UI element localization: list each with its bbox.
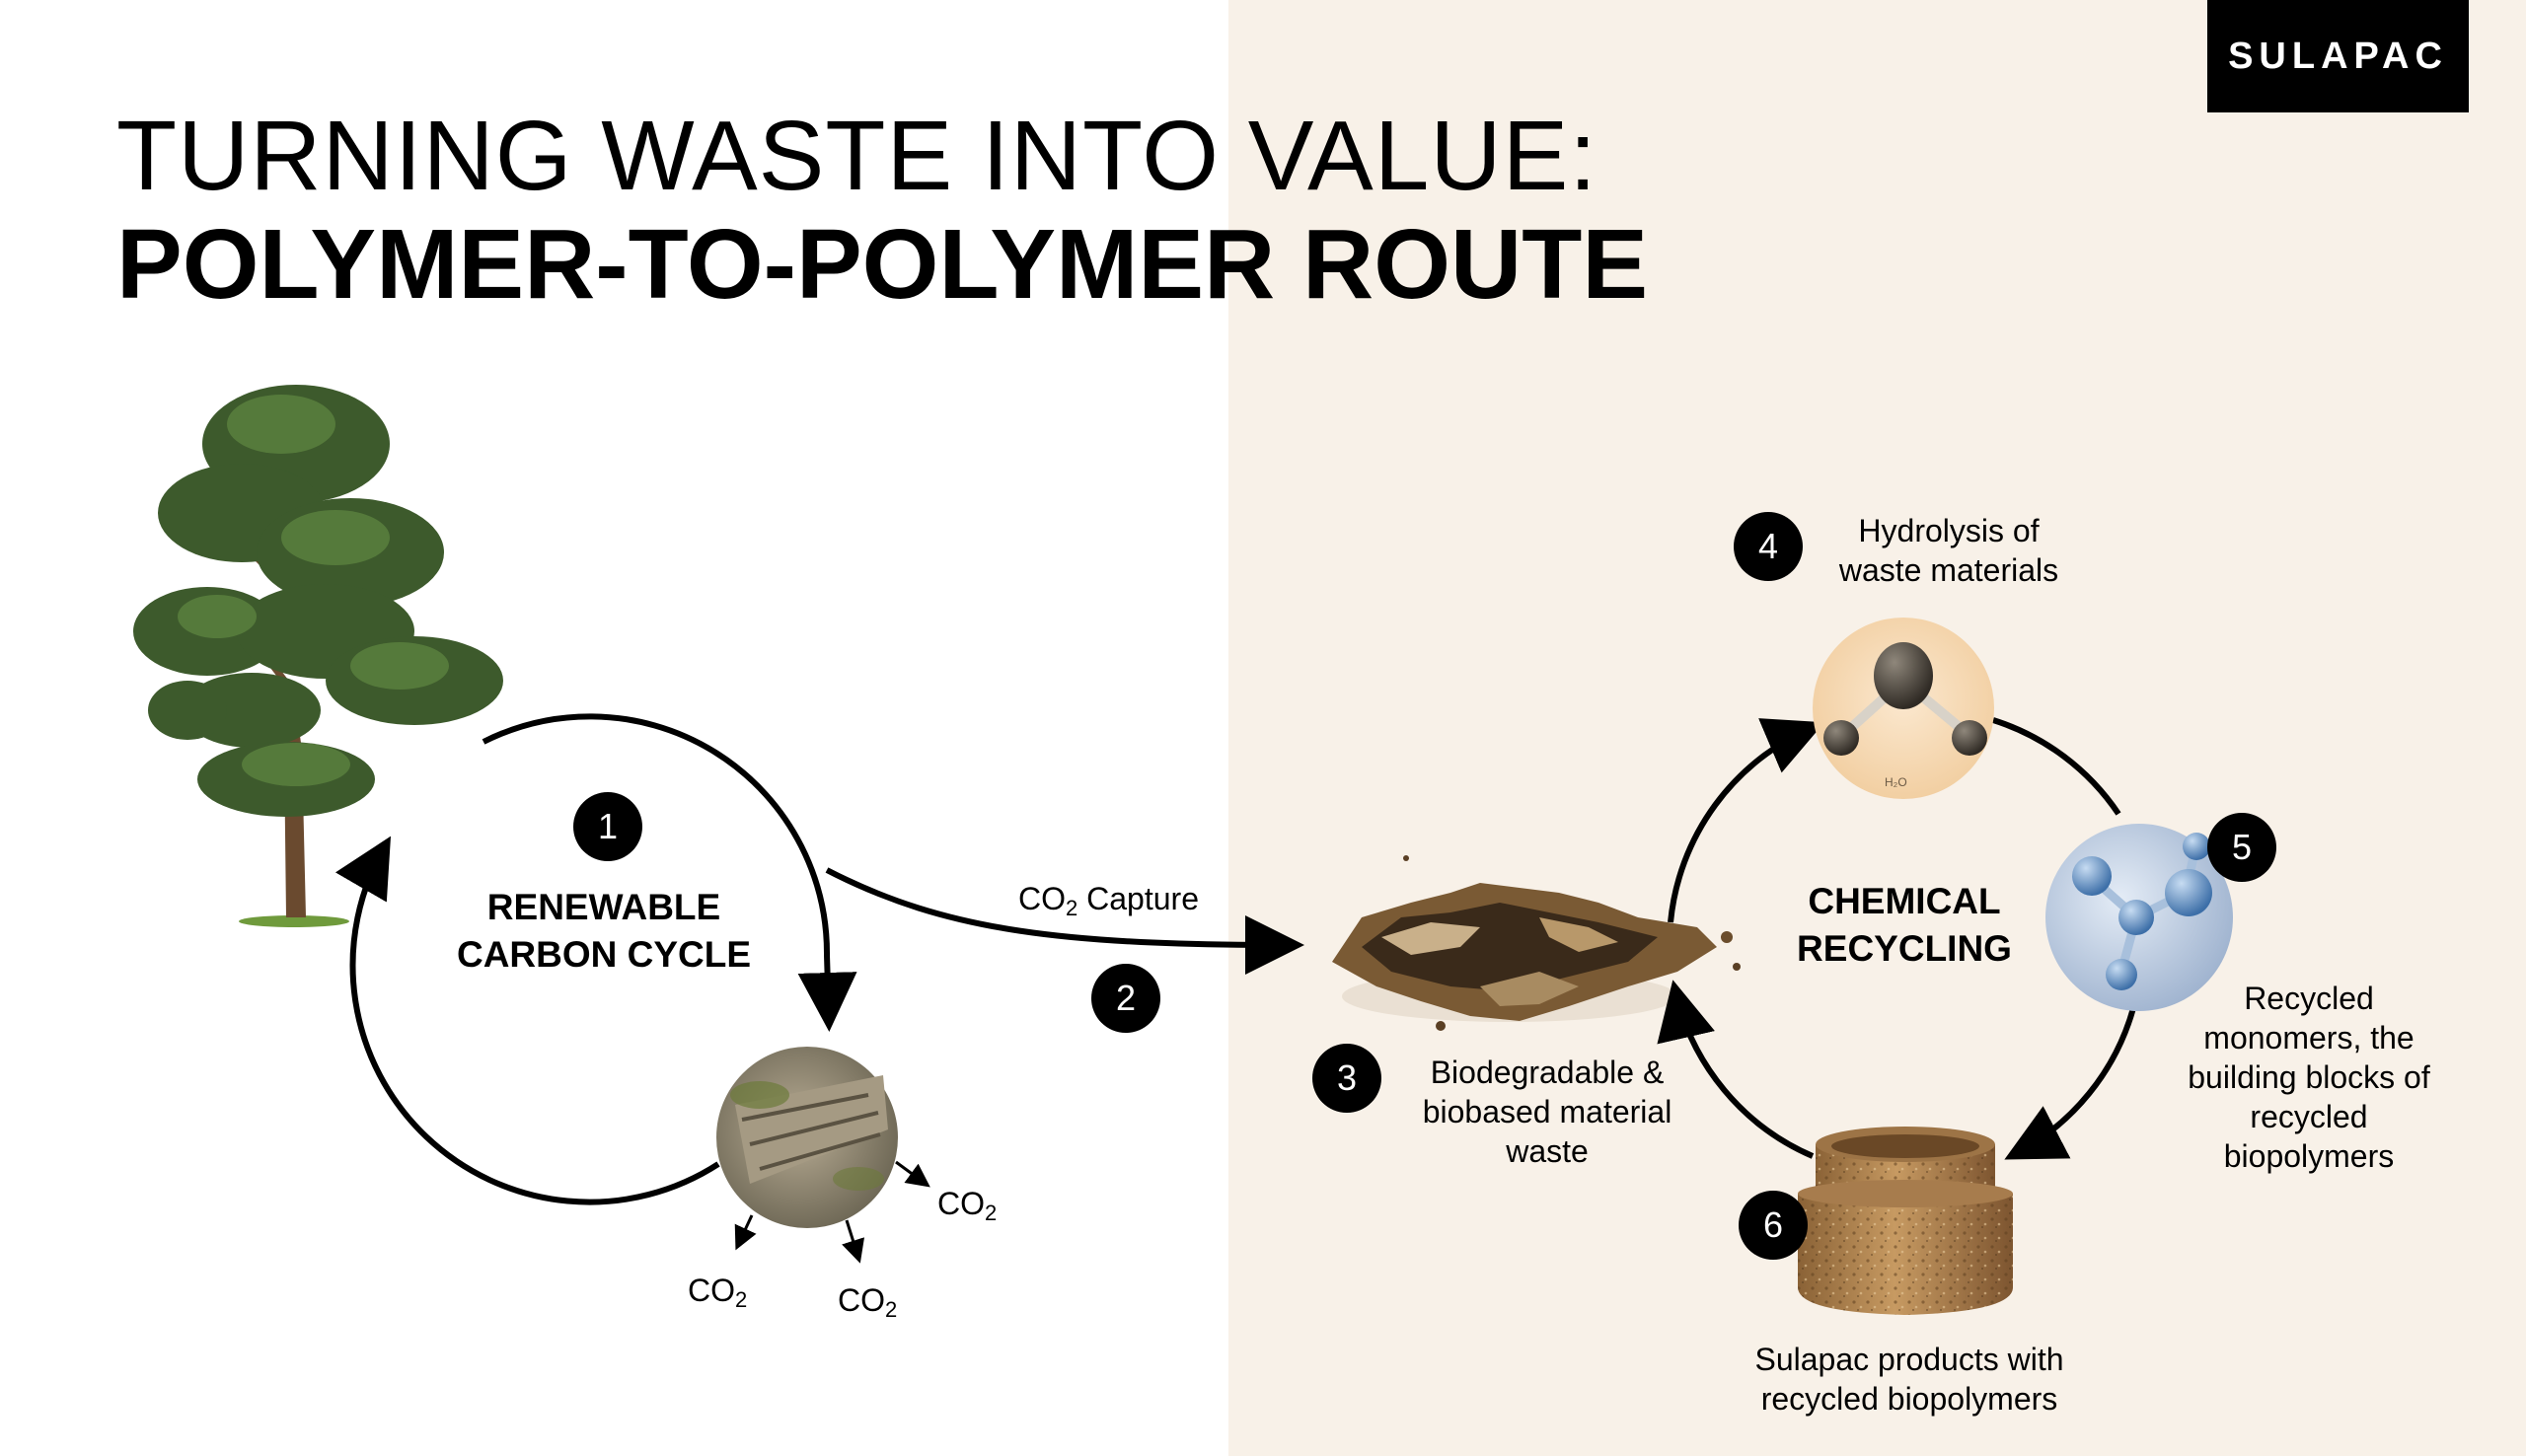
monomers-label: Recycled monomers, the building blocks o… (2171, 979, 2447, 1176)
chemical-recycling-line-2: RECYCLING (1797, 928, 2012, 969)
monomers-label-line-4: recycled (2250, 1099, 2368, 1134)
chemical-recycling-label: CHEMICAL RECYCLING (1756, 878, 2052, 973)
waste-label-line-1: Biodegradable & (1430, 1055, 1665, 1090)
co2-release-arrows (734, 1160, 930, 1264)
co2-emission-left: CO2 (688, 1273, 747, 1313)
hydrolysis-label-line-1: Hydrolysis of (1858, 513, 2040, 548)
step-3-badge: 3 (1312, 1044, 1381, 1113)
hydrolysis-label-line-2: waste materials (1838, 552, 2059, 588)
renewable-label-line-2: CARBON CYCLE (456, 934, 752, 975)
water-molecule-caption: H₂O (1885, 775, 1907, 789)
pine-tree-image (133, 385, 503, 927)
co2-emission-left-main: CO (688, 1273, 735, 1308)
chemical-recycling-arrows (1657, 717, 2136, 1160)
step-2-badge: 2 (1091, 964, 1160, 1033)
co2-capture-sub: 2 (1066, 896, 1078, 920)
co2-capture-main: CO (1018, 881, 1066, 916)
co2-emission-center-sub: 2 (885, 1297, 898, 1322)
co2-capture-rest: Capture (1077, 881, 1199, 916)
co2-emission-right-sub: 2 (985, 1201, 998, 1225)
monomers-label-line-2: monomers, the (2203, 1020, 2415, 1056)
waste-label: Biodegradable & biobased material waste (1399, 1053, 1695, 1171)
monomers-label-line-1: Recycled (2244, 981, 2374, 1016)
renewable-cycle-arrows (334, 713, 857, 1205)
title-line-1: TURNING WASTE INTO VALUE: (116, 101, 1598, 211)
step-6-badge: 6 (1739, 1191, 1808, 1260)
water-molecule-image (1813, 618, 1994, 799)
products-label-line-1: Sulapac products with (1754, 1342, 2064, 1377)
co2-emission-center-main: CO (838, 1282, 885, 1318)
co2-capture-label: CO2 Capture (1018, 881, 1199, 921)
renewable-carbon-cycle-label: RENEWABLE CARBON CYCLE (446, 884, 762, 979)
monomer-molecule-image (2045, 824, 2233, 1011)
monomers-label-line-3: building blocks of (2188, 1059, 2430, 1095)
step-1-badge: 1 (573, 792, 642, 861)
co2-emission-right: CO2 (937, 1186, 997, 1226)
monomers-label-line-5: biopolymers (2223, 1138, 2395, 1174)
decaying-log-image (716, 1047, 898, 1228)
co2-capture-arrow (825, 867, 1304, 975)
chemical-recycling-line-1: CHEMICAL (1808, 881, 2001, 921)
co2-emission-left-sub: 2 (735, 1287, 748, 1312)
waste-label-line-3: waste (1506, 1133, 1589, 1169)
hydrolysis-label: Hydrolysis of waste materials (1806, 511, 2092, 590)
title-line-2: POLYMER-TO-POLYMER ROUTE (116, 209, 1649, 320)
co2-emission-right-main: CO (937, 1186, 985, 1221)
renewable-label-line-1: RENEWABLE (486, 887, 721, 927)
products-label-line-2: recycled biopolymers (1760, 1381, 2058, 1417)
products-label: Sulapac products with recycled biopolyme… (1712, 1340, 2107, 1419)
organic-waste-image (1332, 855, 1741, 1031)
sulapac-logo: SULAPAC (2207, 0, 2469, 112)
step-5-badge: 5 (2207, 813, 2276, 882)
waste-label-line-2: biobased material (1422, 1094, 1672, 1129)
step-4-badge: 4 (1734, 512, 1803, 581)
co2-emission-center: CO2 (838, 1282, 897, 1323)
biopolymer-jar-image (1798, 1127, 2013, 1315)
